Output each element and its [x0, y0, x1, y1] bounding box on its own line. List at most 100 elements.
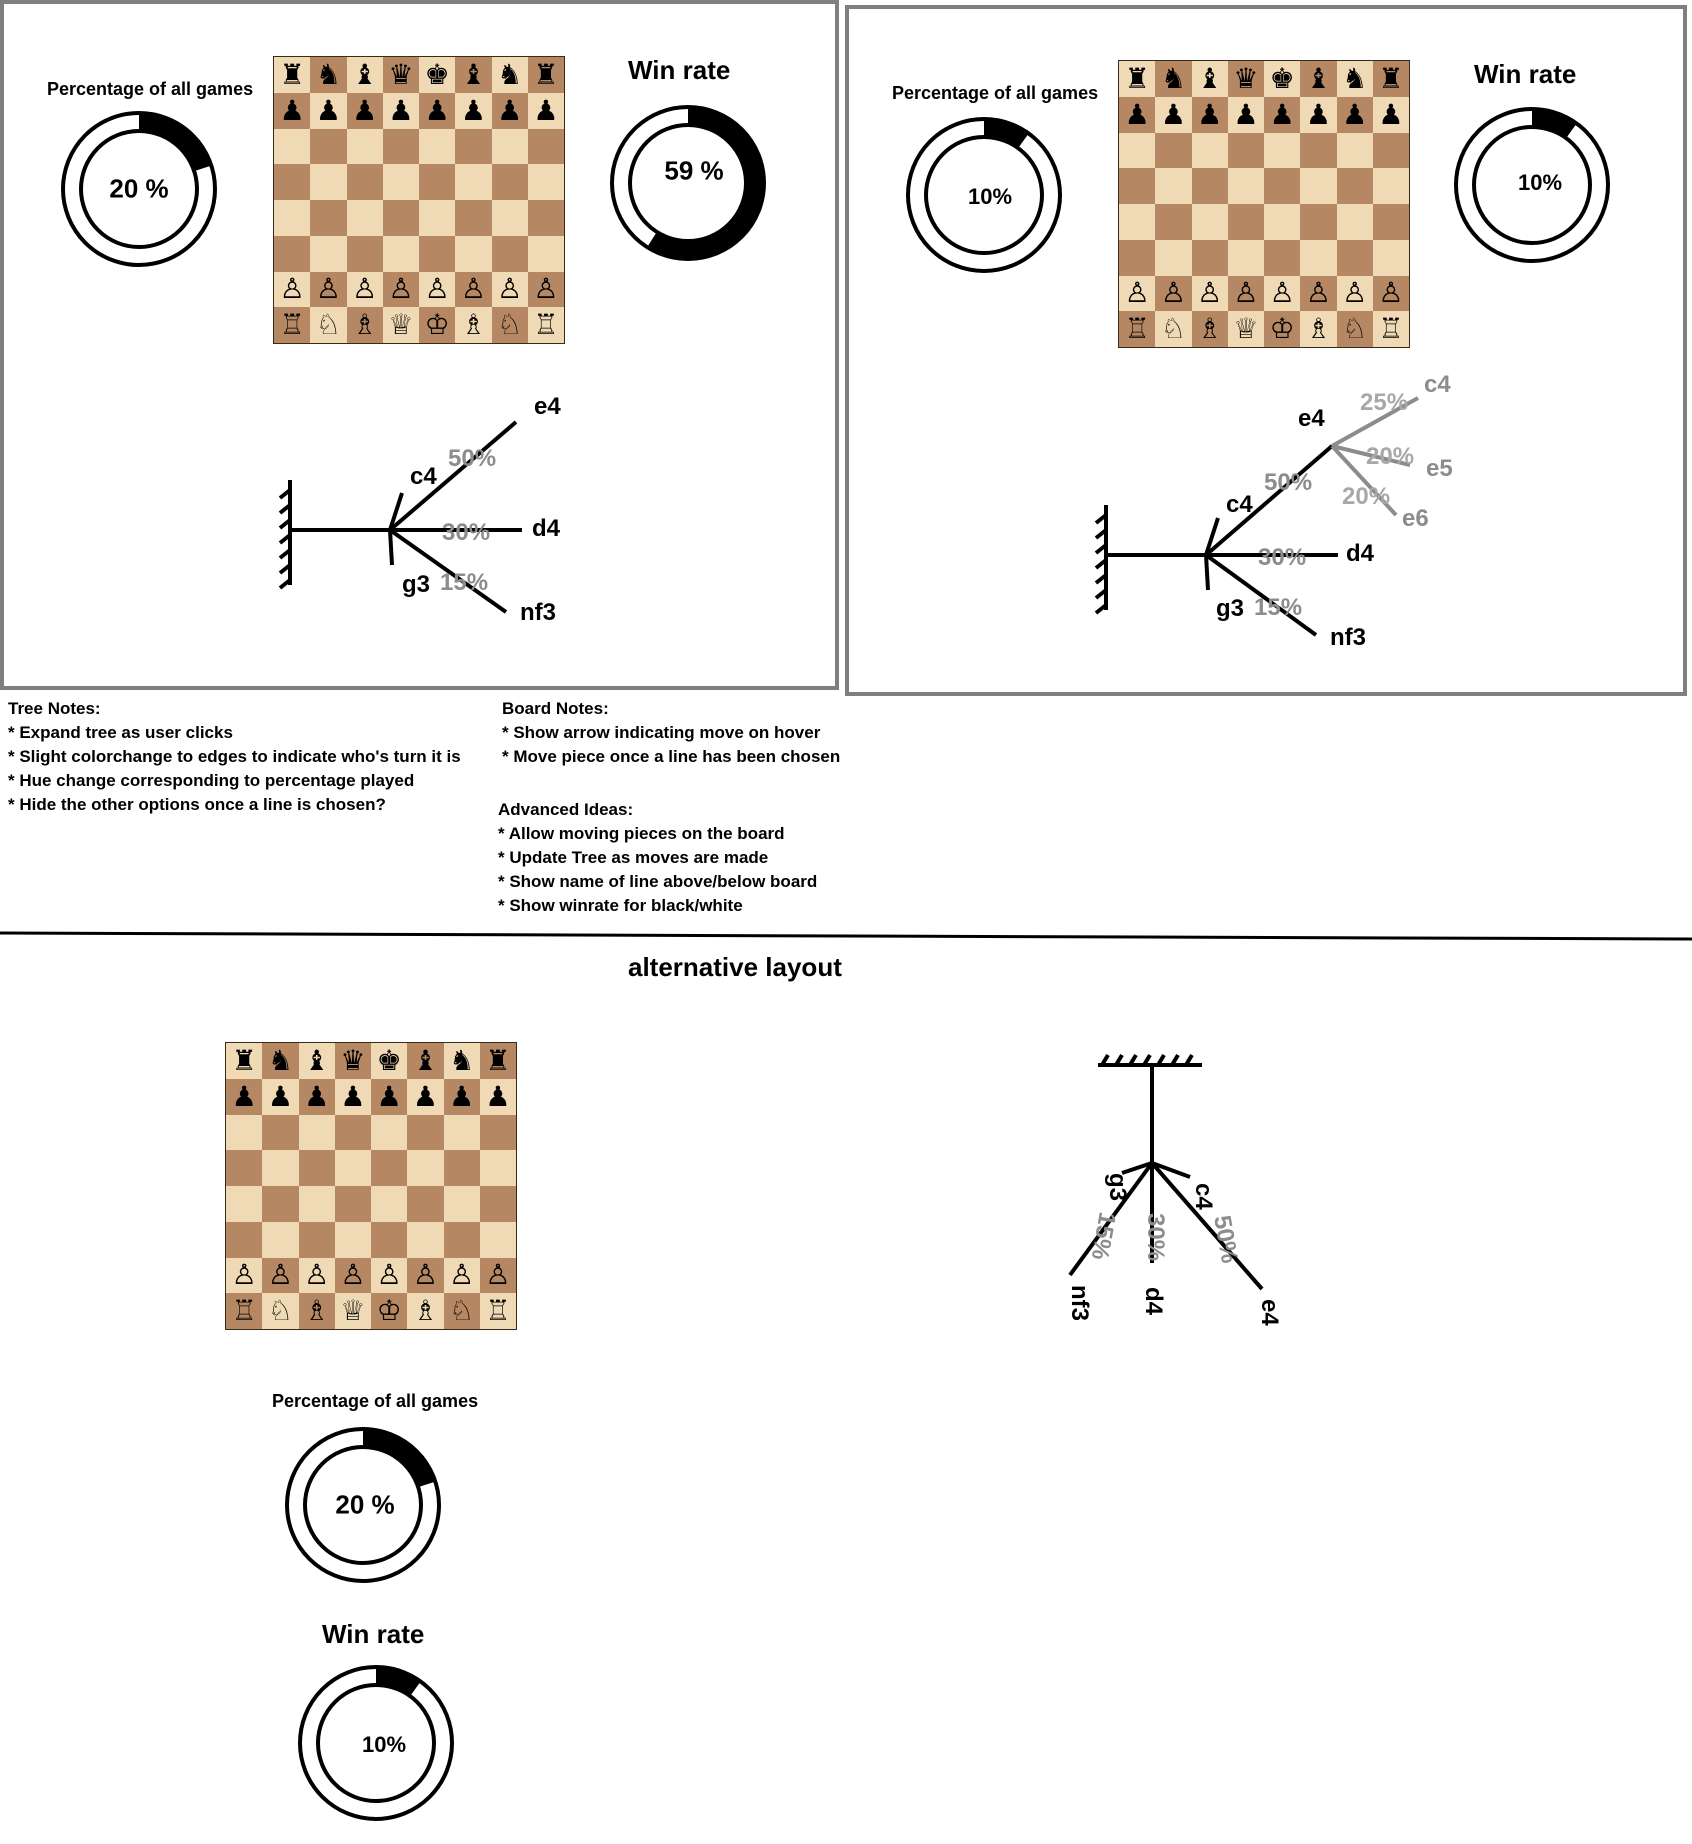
board-square[interactable] — [479, 1221, 516, 1258]
edge-c4[interactable] — [1151, 1161, 1191, 1179]
board-square[interactable] — [491, 164, 528, 200]
chess-piece[interactable]: ♙ — [460, 272, 486, 306]
board-square[interactable]: ♟ — [443, 1078, 480, 1115]
chess-piece[interactable]: ♟ — [460, 93, 486, 127]
board-square[interactable]: ♟ — [1372, 96, 1409, 133]
board-square[interactable] — [262, 1114, 299, 1151]
edge-nf3[interactable] — [388, 528, 508, 614]
chess-piece[interactable]: ♔ — [376, 1294, 402, 1328]
board-square[interactable] — [371, 1114, 408, 1151]
move-label-d4[interactable]: d4 — [1140, 1287, 1167, 1316]
board-square[interactable] — [1227, 132, 1264, 169]
edge-nf3[interactable] — [1068, 1161, 1154, 1277]
move-label-d4[interactable]: d4 — [532, 515, 561, 542]
board-square[interactable]: ♔ — [419, 307, 456, 343]
board-square[interactable]: ♞ — [310, 57, 347, 93]
chess-piece[interactable]: ♘ — [1160, 312, 1186, 346]
chess-board-alt[interactable]: ♜♞♝♛♚♝♞♜♟♟♟♟♟♟♟♟♙♙♙♙♙♙♙♙♖♘♗♕♔♗♘♖ — [225, 1042, 517, 1330]
chess-piece[interactable]: ♟ — [1233, 97, 1259, 131]
board-square[interactable] — [1155, 204, 1192, 240]
board-square[interactable] — [491, 235, 528, 272]
board-square[interactable] — [346, 164, 383, 200]
edge-e4[interactable] — [388, 420, 518, 532]
board-square[interactable]: ♗ — [455, 307, 492, 343]
chess-piece[interactable]: ♚ — [1269, 61, 1295, 95]
board-square[interactable] — [382, 128, 419, 165]
board-square[interactable] — [527, 235, 564, 272]
chess-piece[interactable]: ♟ — [1160, 97, 1186, 131]
chess-piece[interactable]: ♜ — [231, 1043, 257, 1077]
board-square[interactable] — [1119, 132, 1156, 169]
chess-piece[interactable]: ♙ — [1197, 276, 1223, 310]
board-square[interactable] — [443, 1114, 480, 1151]
chess-piece[interactable]: ♛ — [340, 1043, 366, 1077]
chess-piece[interactable]: ♗ — [352, 308, 378, 342]
board-square[interactable] — [1155, 168, 1192, 204]
board-square[interactable]: ♘ — [1336, 311, 1373, 347]
chess-piece[interactable]: ♞ — [267, 1043, 293, 1077]
board-square[interactable]: ♟ — [1264, 96, 1301, 133]
board-square[interactable]: ♔ — [371, 1293, 408, 1329]
chess-piece[interactable]: ♕ — [388, 308, 414, 342]
board-square[interactable] — [407, 1150, 444, 1186]
board-square[interactable] — [371, 1221, 408, 1258]
board-square[interactable] — [1264, 239, 1301, 276]
move-label-e4[interactable]: e4 — [534, 393, 561, 420]
chess-piece[interactable]: ♙ — [231, 1258, 257, 1292]
chess-piece[interactable]: ♟ — [304, 1079, 330, 1113]
board-square[interactable]: ♝ — [455, 57, 492, 93]
board-square[interactable]: ♙ — [1191, 275, 1228, 312]
chess-piece[interactable]: ♙ — [1269, 276, 1295, 310]
board-square[interactable] — [443, 1150, 480, 1186]
board-square[interactable]: ♙ — [527, 271, 564, 308]
chess-piece[interactable]: ♜ — [1378, 61, 1404, 95]
board-square[interactable]: ♗ — [298, 1293, 335, 1329]
edge-reply-e5[interactable] — [1331, 444, 1411, 467]
board-square[interactable]: ♕ — [382, 307, 419, 343]
chess-piece[interactable]: ♟ — [1378, 97, 1404, 131]
chess-piece[interactable]: ♙ — [412, 1258, 438, 1292]
board-square[interactable]: ♗ — [1191, 311, 1228, 347]
move-tree-alt[interactable]: c4 g3 nf3 d4 e4 50% 30% 15% — [1040, 1045, 1320, 1345]
board-square[interactable]: ♙ — [1372, 275, 1409, 312]
move-label-d4[interactable]: d4 — [1346, 540, 1375, 567]
board-square[interactable] — [1336, 132, 1373, 169]
board-square[interactable] — [1119, 168, 1156, 204]
board-square[interactable]: ♙ — [479, 1257, 516, 1294]
chess-piece[interactable]: ♙ — [533, 272, 559, 306]
board-square[interactable] — [298, 1186, 335, 1222]
board-square[interactable]: ♗ — [407, 1293, 444, 1329]
edge-e4[interactable] — [1204, 444, 1334, 557]
board-square[interactable] — [334, 1186, 371, 1222]
board-square[interactable] — [455, 235, 492, 272]
board-square[interactable]: ♘ — [262, 1293, 299, 1329]
board-square[interactable] — [274, 164, 311, 200]
chess-piece[interactable]: ♟ — [340, 1079, 366, 1113]
board-square[interactable] — [1119, 204, 1156, 240]
chess-piece[interactable]: ♗ — [304, 1294, 330, 1328]
chess-piece[interactable]: ♝ — [352, 57, 378, 91]
chess-piece[interactable]: ♙ — [340, 1258, 366, 1292]
edge-g3[interactable] — [388, 529, 394, 566]
board-square[interactable] — [274, 235, 311, 272]
chess-piece[interactable]: ♙ — [1378, 276, 1404, 310]
board-square[interactable] — [407, 1114, 444, 1151]
move-label-c4[interactable]: c4 — [1190, 1183, 1217, 1210]
chess-piece[interactable]: ♘ — [267, 1294, 293, 1328]
board-square[interactable] — [479, 1186, 516, 1222]
board-square[interactable]: ♙ — [371, 1257, 408, 1294]
board-square[interactable] — [419, 235, 456, 272]
chess-piece[interactable]: ♙ — [424, 272, 450, 306]
board-square[interactable] — [274, 200, 311, 236]
board-square[interactable]: ♜ — [226, 1043, 263, 1079]
board-square[interactable] — [310, 235, 347, 272]
board-square[interactable] — [491, 200, 528, 236]
chess-piece[interactable]: ♗ — [1197, 312, 1223, 346]
board-square[interactable] — [1336, 168, 1373, 204]
board-square[interactable]: ♘ — [310, 307, 347, 343]
reply-label-c4[interactable]: c4 — [1424, 371, 1451, 398]
edge-g3[interactable] — [1204, 554, 1210, 591]
board-square[interactable]: ♟ — [419, 92, 456, 129]
chess-board-p1[interactable]: ♜♞♝♛♚♝♞♜♟♟♟♟♟♟♟♟♙♙♙♙♙♙♙♙♖♘♗♕♔♗♘♖ — [273, 56, 565, 344]
chess-piece[interactable]: ♟ — [449, 1079, 475, 1113]
